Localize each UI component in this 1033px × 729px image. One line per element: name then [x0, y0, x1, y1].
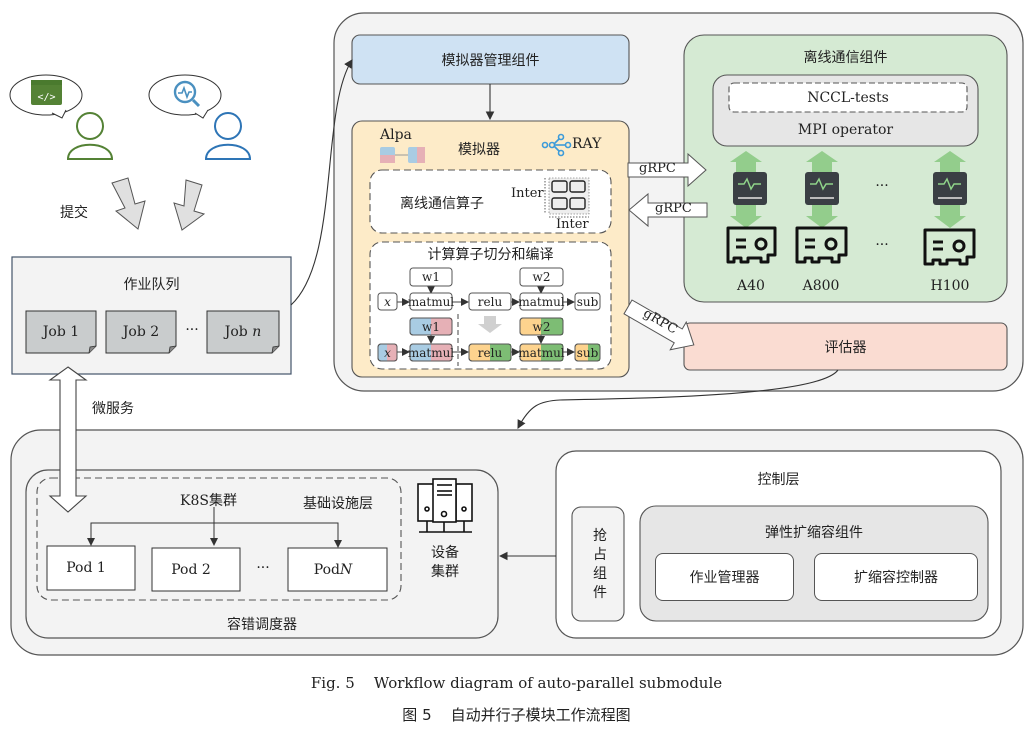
caption-english: Fig. 5 Workflow diagram of auto-parallel… — [310, 674, 723, 692]
queue-to-manager-arrow — [290, 59, 353, 306]
preempt-char-4: 件 — [593, 585, 607, 601]
gpu-stack-a40 — [726, 151, 777, 264]
gpu-ellipsis: ··· — [875, 237, 889, 253]
gpu-label-h100: H100 — [930, 278, 970, 294]
split-node-w2: w2 — [532, 319, 551, 334]
job-card-n-label: Job n — [224, 324, 262, 340]
grpc-from-comm-label: gRPC — [655, 201, 692, 216]
job-queue-title: 作业队列 — [123, 277, 180, 293]
analyst-user-icon — [148, 74, 252, 160]
monitor-ellipsis: ··· — [875, 178, 889, 194]
pod-2[interactable]: Pod 2 — [171, 561, 211, 578]
submit-arrow-1 — [111, 177, 146, 230]
alpa-icon — [380, 147, 425, 163]
gpu-label-a800: A800 — [802, 278, 840, 294]
job-card-2[interactable]: Job 2 — [122, 324, 160, 340]
node-matmul-1: matmul — [407, 294, 455, 309]
preempt-char-2: 占 — [593, 547, 607, 563]
job-manager-box[interactable]: 作业管理器 — [655, 553, 794, 601]
pod-boxes — [46, 545, 388, 592]
grpc-to-comm-arrow — [627, 152, 707, 188]
node-matmul-2: matmul — [518, 294, 565, 309]
evaluator-title[interactable]: 评估器 — [824, 339, 867, 356]
job-card-shapes — [25, 310, 280, 354]
split-node-relu: relu — [477, 345, 503, 360]
grpc-to-comm-label: gRPC — [639, 161, 676, 176]
job-card-1[interactable]: Job 1 — [42, 324, 80, 340]
grpc-to-evaluator-arrow — [623, 299, 695, 351]
pod-1[interactable]: Pod 1 — [66, 560, 106, 576]
preempt-component[interactable]: 抢 占 组 件 — [590, 527, 610, 603]
elastic-title: 弹性扩缩容组件 — [765, 525, 863, 541]
k8s-pod-edges — [87, 507, 342, 548]
node-sub: sub — [576, 294, 599, 309]
microservice-double-arrow — [48, 366, 88, 513]
pod-n[interactable]: Pod N — [313, 561, 353, 578]
split-node-fills — [377, 317, 601, 362]
gpu-stack-h100 — [923, 151, 976, 266]
submit-arrow-2 — [173, 179, 206, 231]
mpi-operator-label: MPI operator — [797, 122, 894, 138]
pod-ellipsis: ··· — [256, 560, 270, 576]
k8s-cluster-label: K8S集群 — [180, 493, 237, 509]
node-x: x — [384, 294, 391, 309]
split-node-sub: sub — [576, 345, 599, 360]
split-node-matmul-1: matmul — [407, 345, 455, 360]
top-node-borders — [377, 267, 601, 311]
gpu-grid-icon — [544, 177, 590, 218]
infra-layer-label: 基础设施层 — [303, 496, 373, 512]
simulator-title: 模拟器 — [458, 142, 500, 158]
compute-op-title: 计算算子切分和编译 — [427, 247, 554, 263]
ray-label: RAY — [572, 136, 602, 152]
device-cluster-line1: 设备 — [431, 545, 459, 561]
svg-text:</>: </> — [37, 92, 55, 103]
job-card-n[interactable]: Job n — [207, 311, 279, 353]
nccl-tests-label: NCCL-tests — [807, 89, 889, 106]
compute-graph-edges — [397, 286, 575, 366]
grpc-from-comm-arrow — [628, 192, 708, 228]
transform-down-arrow — [478, 316, 502, 333]
caption-chinese: 图 5 自动并行子模块工作流程图 — [402, 706, 631, 724]
offline-op-title: 离线通信算子 — [400, 196, 484, 212]
node-w1: w1 — [422, 270, 440, 284]
node-relu: relu — [477, 294, 503, 309]
preempt-char-1: 抢 — [593, 528, 607, 544]
gpu-label-a40: A40 — [737, 278, 765, 294]
ray-icon — [541, 133, 572, 157]
simulator-manager-title[interactable]: 模拟器管理组件 — [441, 52, 540, 69]
offline-comm-title: 离线通信组件 — [803, 50, 888, 66]
evaluator-to-control-arrow — [517, 369, 839, 429]
inter-horizontal-label: Inter — [556, 217, 589, 232]
scale-controller-box[interactable]: 扩缩容控制器 — [814, 553, 978, 601]
server-cluster-icon — [417, 478, 473, 533]
nccl-box — [728, 82, 968, 113]
preempt-char-3: 组 — [593, 566, 607, 582]
microservice-label: 微服务 — [92, 401, 134, 417]
node-w2: w2 — [532, 270, 551, 284]
split-node-matmul-2: matmul — [518, 345, 565, 360]
inter-vertical-label: Inter — [511, 186, 544, 201]
control-layer-title: 控制层 — [757, 472, 800, 488]
split-node-w1: w1 — [422, 319, 440, 334]
gpu-stack-a800 — [795, 151, 848, 264]
device-cluster-line2: 集群 — [431, 564, 459, 580]
job-ellipsis: ··· — [185, 322, 199, 338]
scheduler-title: 容错调度器 — [227, 617, 297, 633]
developer-user-icon: </> — [9, 74, 114, 160]
split-node-x: x — [384, 345, 391, 360]
preempt-box — [571, 506, 625, 622]
submit-label: 提交 — [60, 205, 88, 221]
alpa-label: Alpa — [380, 127, 412, 143]
